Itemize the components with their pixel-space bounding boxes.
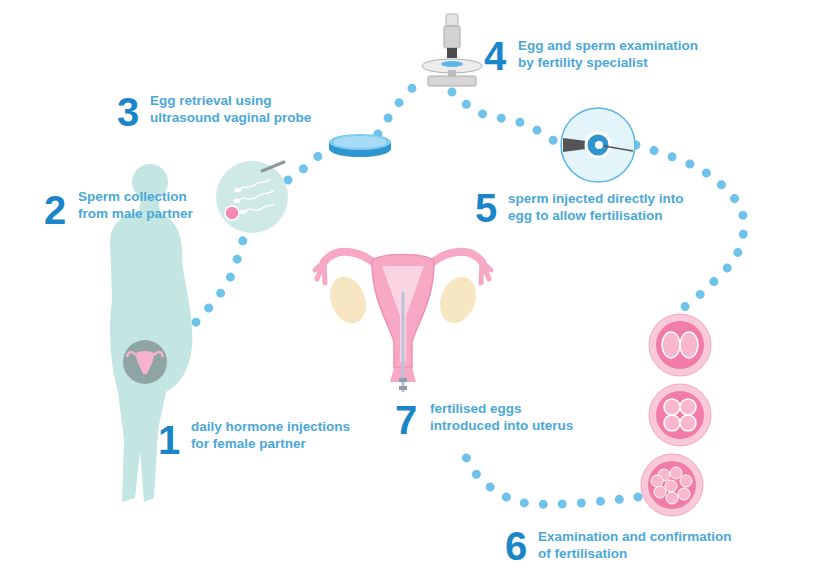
- step-node: 3Egg retrieval using ultrasound vaginal …: [328, 134, 392, 158]
- text-slot: sperm injected directly into egg to allo…: [508, 190, 695, 224]
- step-number: 4: [484, 36, 506, 76]
- dotted-connector: [378, 80, 420, 134]
- step-number: 6: [505, 526, 527, 566]
- step-number: 5: [475, 188, 497, 228]
- step-node: 4Egg and sperm examination by fertility …: [420, 12, 484, 92]
- step-description: Examination and confirmation of fertilis…: [538, 528, 735, 562]
- step-number: 2: [44, 190, 66, 230]
- dotted-connector: [288, 146, 328, 180]
- text-slot: 1: [158, 420, 180, 460]
- text-slot: Examination and confirmation of fertilis…: [538, 528, 735, 562]
- step-illustration: [315, 252, 491, 392]
- dotted-connector: [636, 145, 744, 312]
- step-number: 7: [395, 400, 417, 440]
- step-icon: [328, 134, 392, 158]
- step-illustration: [422, 14, 482, 86]
- step-description: daily hormone injections for female part…: [191, 418, 354, 452]
- text-slot: Sperm collection from male partner: [78, 188, 196, 222]
- step-illustration: [216, 161, 288, 233]
- step-illustration: [641, 314, 711, 516]
- step-description: Egg and sperm examination by fertility s…: [518, 37, 702, 71]
- text-slot: 6: [505, 526, 527, 566]
- step-illustration: [329, 134, 391, 157]
- step-node: 2Sperm collection from male partner: [216, 161, 288, 233]
- text-slot: 4: [484, 36, 506, 76]
- dotted-connector: [452, 92, 560, 145]
- step-description: sperm injected directly into egg to allo…: [508, 190, 695, 224]
- step-node: 5sperm injected directly into egg to all…: [560, 107, 636, 183]
- dotted-connector: [196, 233, 245, 322]
- step-icon: [420, 12, 484, 92]
- step-icon: [312, 244, 598, 448]
- step-icon: [216, 161, 288, 233]
- step-description: fertilised eggs introduced into uterus: [430, 400, 577, 434]
- step-node: 7 fertilised eggs introduced into uterus: [312, 244, 598, 448]
- step-description: Sperm collection from male partner: [78, 188, 196, 222]
- step-icon: [638, 312, 716, 518]
- step-illustration: [561, 108, 635, 182]
- step-node: 6Examination and confirmation of fertili…: [638, 312, 716, 518]
- text-slot: 2: [44, 190, 66, 230]
- step-number: 1: [158, 420, 180, 460]
- text-slot: Egg and sperm examination by fertility s…: [518, 37, 702, 71]
- text-slot: 5: [475, 188, 497, 228]
- text-slot: Egg retrieval using ultrasound vaginal p…: [150, 92, 315, 126]
- text-slot: fertilised eggs introduced into uterus: [430, 400, 577, 434]
- text-slot: 3: [117, 92, 139, 132]
- text-slot: 7: [395, 400, 417, 440]
- dotted-connector: [462, 448, 638, 504]
- text-slot: daily hormone injections for female part…: [191, 418, 354, 452]
- step-description: Egg retrieval using ultrasound vaginal p…: [150, 92, 315, 126]
- step-icon: [560, 107, 636, 183]
- step-number: 3: [117, 92, 139, 132]
